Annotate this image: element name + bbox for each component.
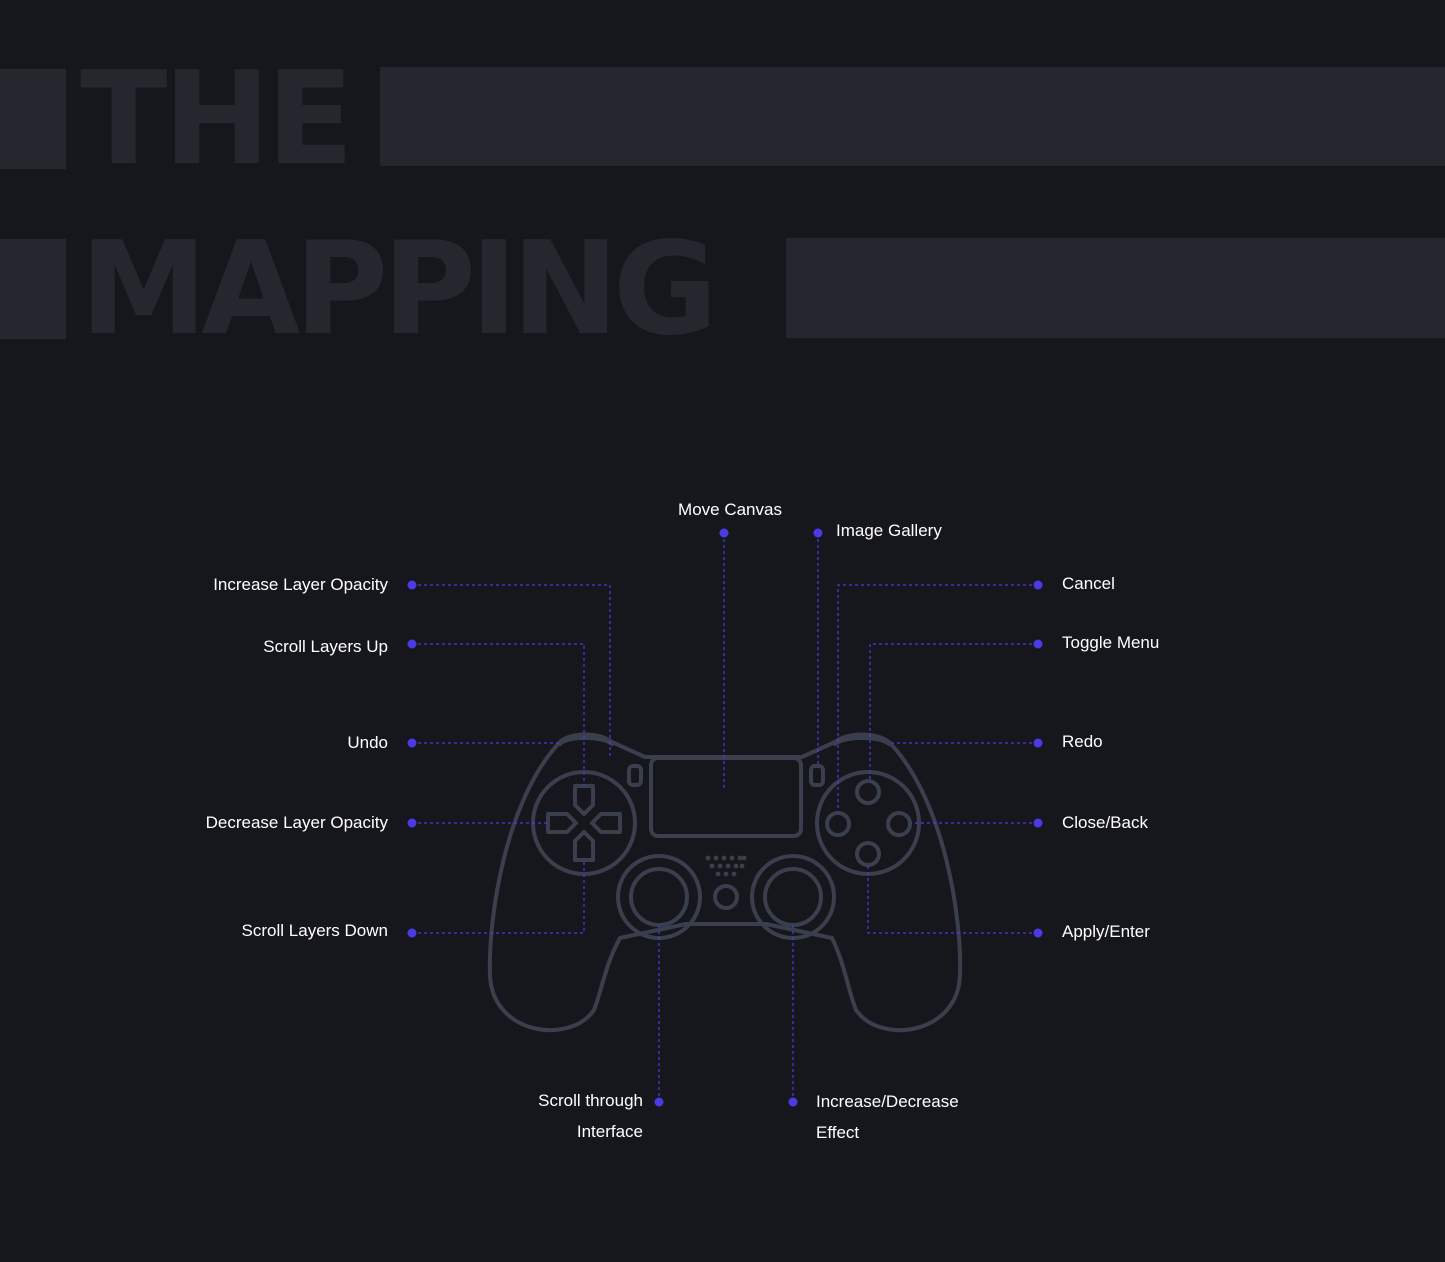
label-decrease-layer-opacity: Decrease Layer Opacity — [205, 813, 388, 832]
speaker-grille — [705, 855, 747, 877]
label-increase-decrease-effect-line2: Effect — [816, 1123, 860, 1142]
heading-word-the: THE — [80, 45, 354, 194]
label-close-back: Close/Back — [1062, 813, 1148, 832]
leader-cancel — [837, 584, 1038, 812]
leader-toggle-menu — [869, 643, 1038, 780]
dot-redo — [1033, 738, 1043, 748]
label-scroll-through-interface-line2: Interface — [576, 1122, 643, 1141]
square-button — [825, 811, 851, 837]
label-increase-decrease-effect: Increase/Decrease Effect — [816, 1086, 959, 1148]
right-bumper — [833, 736, 891, 746]
leader-dots — [407, 528, 1043, 1107]
dot-image-gallery — [813, 528, 823, 538]
circle-button — [886, 811, 912, 837]
dot-increase-decrease-effect — [788, 1097, 798, 1107]
share-button — [627, 764, 643, 787]
label-scroll-layers-up: Scroll Layers Up — [263, 637, 388, 656]
dot-move-canvas — [719, 528, 729, 538]
dot-close-back — [1033, 818, 1043, 828]
dot-undo — [407, 738, 417, 748]
dot-scroll-layers-down — [407, 928, 417, 938]
dot-apply-enter — [1033, 928, 1043, 938]
dpad-right — [590, 812, 622, 834]
triangle-button — [855, 779, 881, 805]
heading-block-right-2 — [786, 238, 1445, 338]
label-scroll-through-interface: Scroll through Interface — [443, 1085, 643, 1147]
dpad-down — [573, 830, 595, 862]
options-button — [809, 764, 825, 787]
heading-block-right-1 — [380, 67, 1445, 166]
label-toggle-menu: Toggle Menu — [1062, 633, 1160, 652]
leader-lines — [412, 533, 1038, 1102]
label-image-gallery: Image Gallery — [836, 521, 942, 540]
dot-scroll-through-interface — [654, 1097, 664, 1107]
label-scroll-through-interface-line1: Scroll through — [538, 1091, 643, 1110]
home-button — [713, 884, 739, 910]
heading-word-mapping: MAPPING — [80, 215, 718, 364]
dot-scroll-layers-up — [407, 639, 417, 649]
leader-increase-layer-opacity — [412, 584, 611, 757]
dpad-up — [573, 784, 595, 816]
heading-block-left-1 — [0, 69, 66, 169]
gamepad-icon — [487, 732, 963, 1033]
dot-toggle-menu — [1033, 639, 1043, 649]
dot-increase-layer-opacity — [407, 580, 417, 590]
left-bumper — [558, 736, 614, 746]
dot-cancel — [1033, 580, 1043, 590]
label-move-canvas: Move Canvas — [678, 500, 782, 519]
leader-scroll-layers-up — [412, 643, 585, 786]
dot-decrease-layer-opacity — [407, 818, 417, 828]
controller-body — [487, 732, 963, 1033]
cross-button — [855, 841, 881, 867]
label-cancel: Cancel — [1062, 574, 1115, 593]
heading-block-left-2 — [0, 239, 66, 339]
label-increase-decrease-effect-line1: Increase/Decrease — [816, 1092, 959, 1111]
dpad-left — [546, 812, 578, 834]
right-stick — [763, 867, 823, 927]
face-buttons-ring — [815, 770, 921, 876]
label-increase-layer-opacity: Increase Layer Opacity — [213, 575, 388, 594]
leader-apply-enter — [867, 866, 1038, 934]
label-scroll-layers-down: Scroll Layers Down — [241, 921, 388, 940]
touchpad — [649, 756, 803, 838]
label-redo: Redo — [1062, 732, 1103, 751]
label-undo: Undo — [347, 733, 388, 752]
left-stick — [629, 867, 689, 927]
label-apply-enter: Apply/Enter — [1062, 922, 1150, 941]
